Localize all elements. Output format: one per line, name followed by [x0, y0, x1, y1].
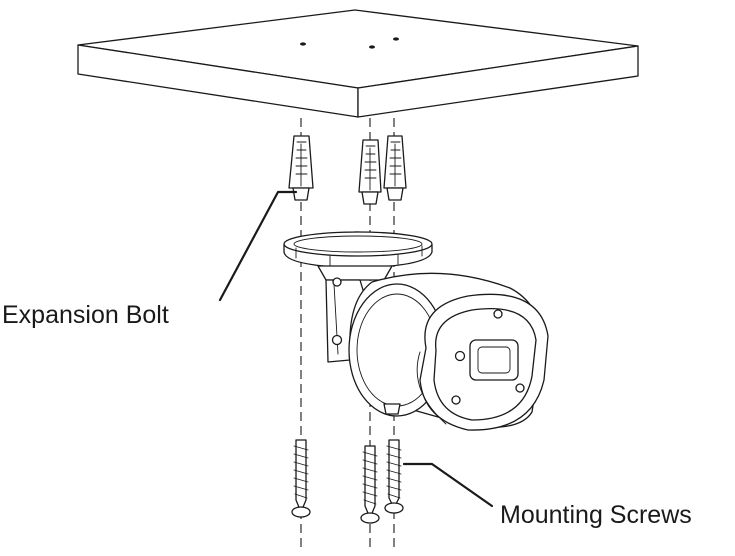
- expansion-bolt-middle: [358, 139, 382, 205]
- camera-base: [283, 231, 433, 281]
- mounting-screw-middle: [360, 445, 380, 524]
- expansion-bolt-left: [288, 135, 314, 201]
- expansion-bolt-leader: [218, 190, 298, 302]
- mounting-screw-left: [291, 439, 311, 518]
- camera-mount-arm: [325, 277, 367, 363]
- expansion-bolt-label: Expansion Bolt: [2, 301, 169, 329]
- expansion-bolt-right: [383, 135, 407, 201]
- mounting-screw-right: [384, 439, 404, 514]
- mounting-screws-leader: [402, 462, 494, 508]
- ceiling-plate: [77, 9, 639, 118]
- camera-bottom-screw: [383, 403, 401, 415]
- mounting-screws-label: Mounting Screws: [500, 501, 692, 529]
- camera-front: [416, 293, 549, 431]
